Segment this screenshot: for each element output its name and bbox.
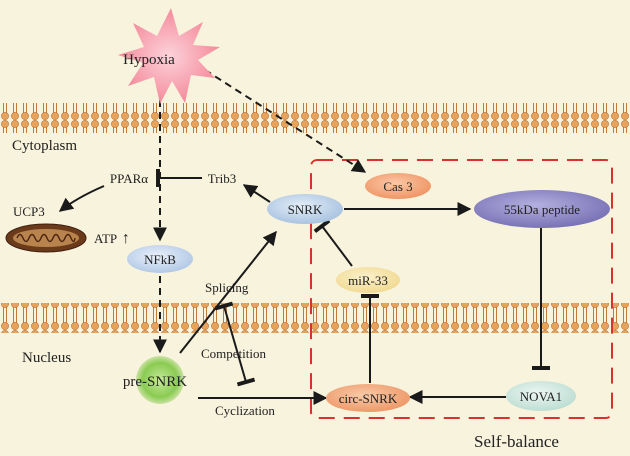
mir33-node: miR-33 [336,267,400,293]
cytoplasm-label: Cytoplasm [12,138,77,154]
pre-snrk-node: pre-SNRK [123,356,187,404]
upper-membrane [0,103,630,133]
cas3-label: Cas 3 [383,179,412,194]
edge-presnrk-snrk [179,230,277,354]
edge-competition [214,301,256,387]
peptide-node: 55kDa peptide [474,190,610,228]
nova1-node: NOVA1 [506,381,576,411]
circ-snrk-label: circ-SNRK [339,391,398,406]
peptide-label: 55kDa peptide [504,202,580,217]
cas3-node: Cas 3 [365,173,431,199]
competition-label: Competition [201,346,267,361]
cyclization-label: Cyclization [215,403,275,418]
lower-membrane [0,303,630,333]
edge-hypoxia-cas3 [204,69,367,173]
circ-snrk-node: circ-SNRK [326,384,410,412]
pre-snrk-label: pre-SNRK [123,374,187,390]
ppara-label: PPARα [110,171,148,186]
hypoxia-node: Hypoxia [118,8,220,104]
edge-snrk-trib3 [242,184,271,203]
splicing-label: Splicing [205,280,249,295]
nova1-label: NOVA1 [520,389,562,404]
mitochondrion-icon [5,223,87,253]
atp-up-arrow: ↑ [122,230,130,247]
nfkb-node: NFkB [127,245,193,273]
nfkb-label: NFkB [144,252,176,267]
atp-label: ATP ↑ [94,230,130,247]
starburst-icon [118,8,220,104]
mir33-label: miR-33 [348,273,388,288]
snrk-label: SNRK [288,202,323,217]
ucp3-label: UCP3 [13,204,45,219]
snrk-node: SNRK [267,194,343,224]
atp-text: ATP [94,231,117,246]
self-balance-label: Self-balance [474,432,559,451]
trib3-label: Trib3 [208,171,236,186]
nucleus-label: Nucleus [22,350,71,366]
hypoxia-label: Hypoxia [123,52,175,68]
edge-mir33-snrk [313,219,353,267]
edge-ppara-ucp3 [58,185,105,212]
